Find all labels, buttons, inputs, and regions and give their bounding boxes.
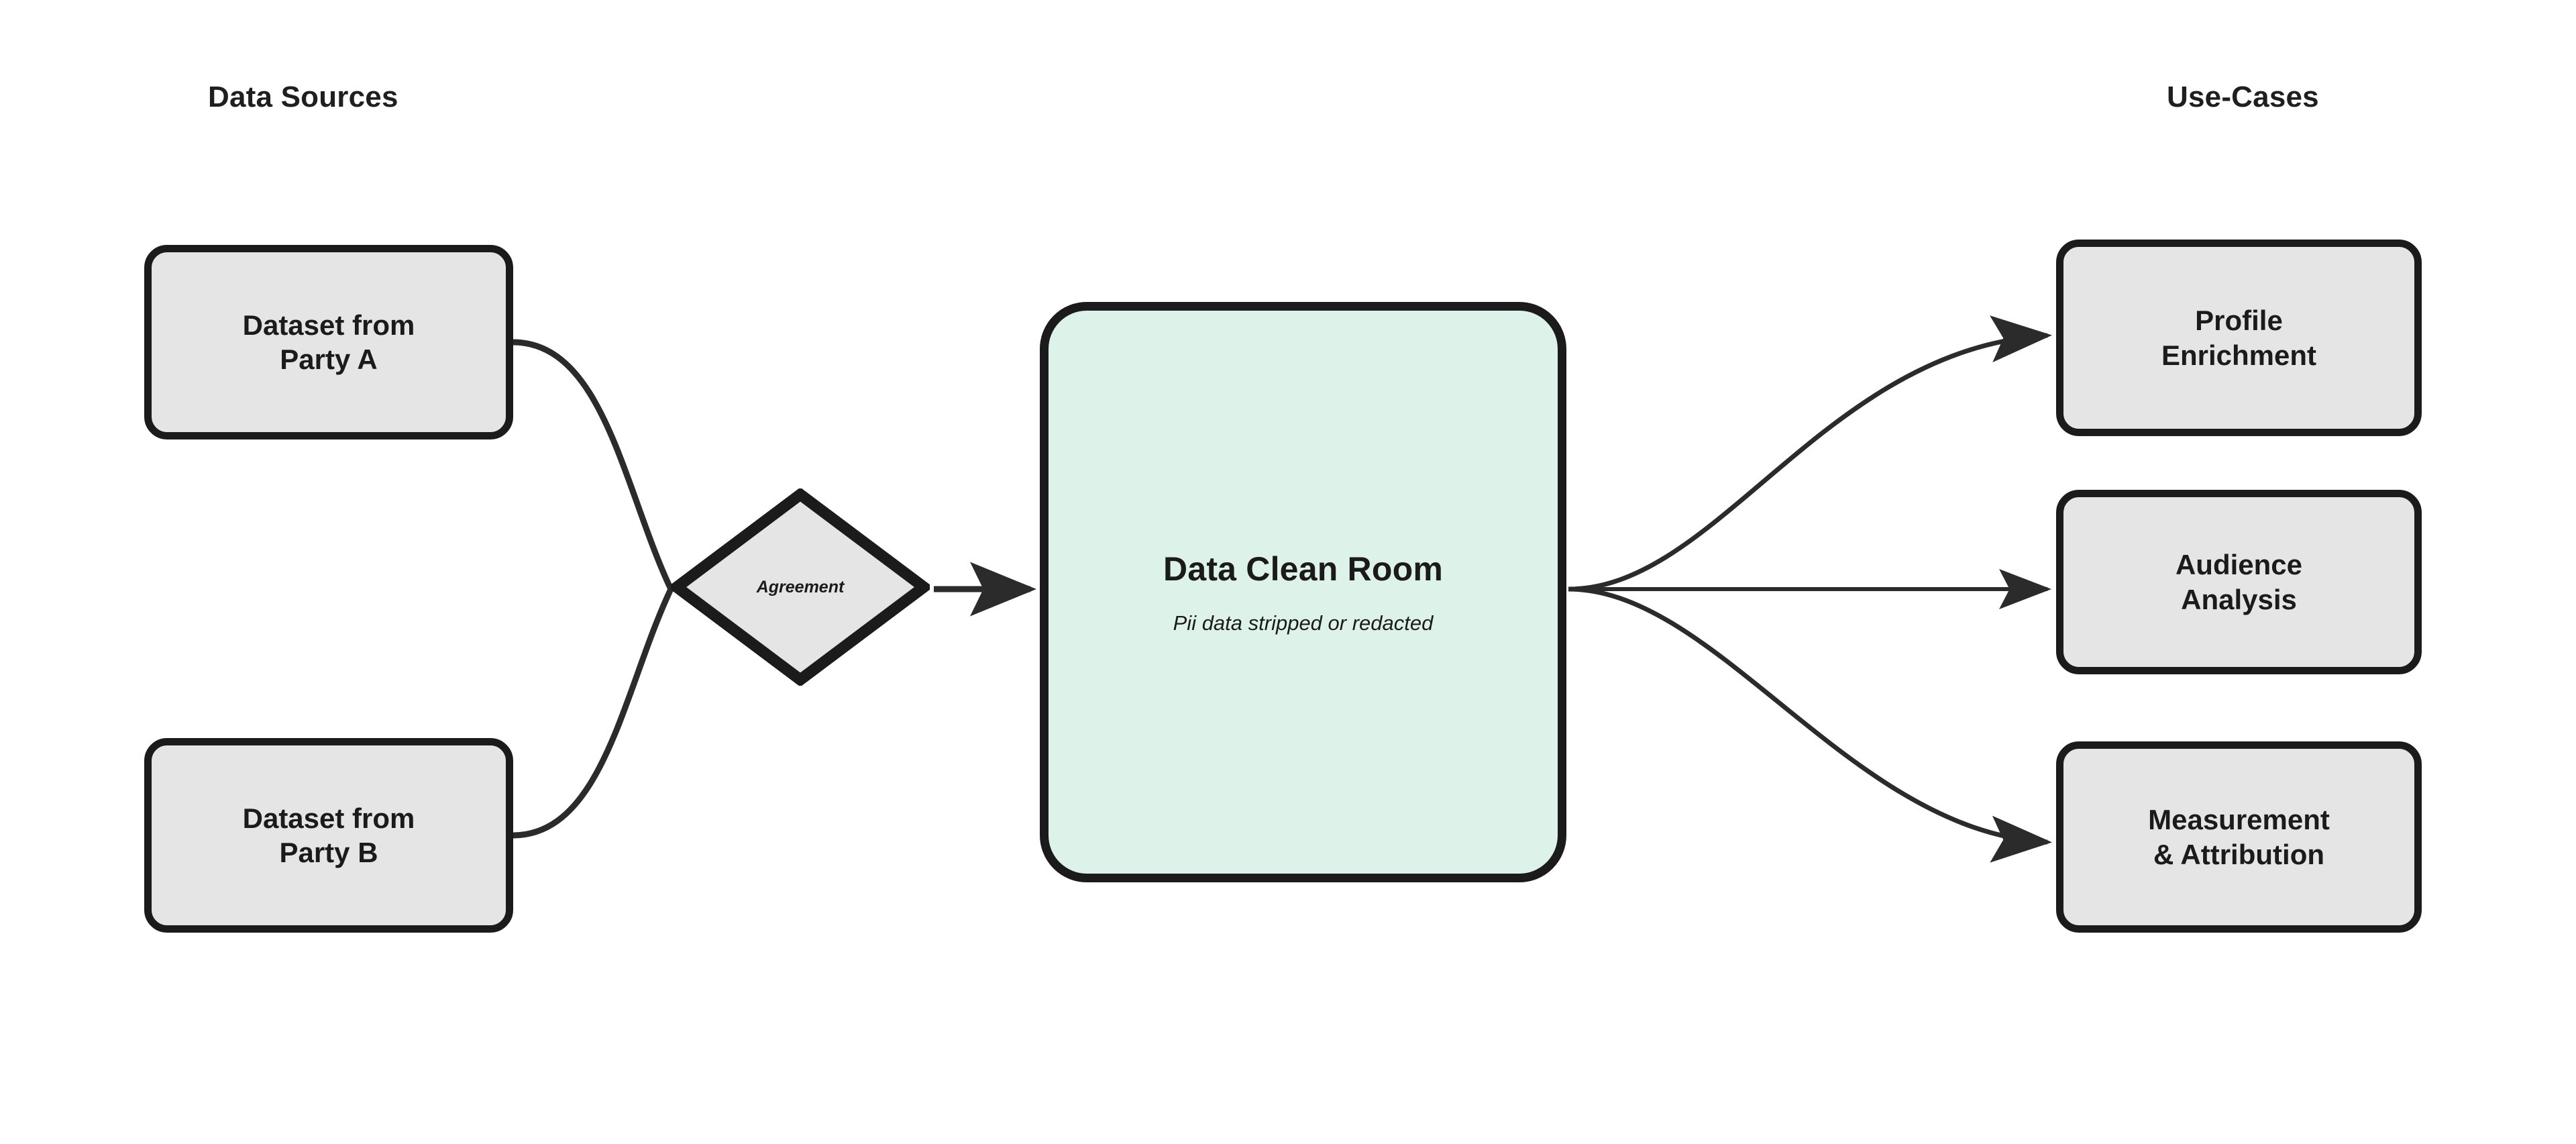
- node-dataset-party-a[interactable]: Dataset from Party A: [144, 245, 513, 439]
- edge-party-b-to-agreement: [511, 586, 674, 839]
- clean-room-title: Data Clean Room: [1163, 550, 1443, 588]
- node-profile-enrichment[interactable]: Profile Enrichment: [2056, 240, 2422, 436]
- node-label: Dataset from Party A: [242, 309, 415, 375]
- node-label: Dataset from Party B: [242, 802, 415, 868]
- node-audience-analysis[interactable]: Audience Analysis: [2056, 490, 2422, 674]
- node-data-clean-room[interactable]: Data Clean Room Pii data stripped or red…: [1040, 302, 1566, 882]
- node-label: Profile Enrichment: [2161, 305, 2317, 371]
- edge-party-a-to-agreement: [511, 339, 674, 592]
- node-dataset-party-b[interactable]: Dataset from Party B: [144, 738, 513, 933]
- node-label: Audience Analysis: [2175, 549, 2303, 615]
- diamond-shape: [671, 488, 930, 686]
- node-label: Measurement & Attribution: [2148, 804, 2330, 870]
- column-heading-data-sources: Data Sources: [208, 81, 398, 113]
- edge-clean-room-to-measurement: [1568, 586, 2052, 863]
- clean-room-subtitle: Pii data stripped or redacted: [1173, 611, 1434, 635]
- node-measurement-attribution[interactable]: Measurement & Attribution: [2056, 741, 2422, 933]
- edge-clean-room-to-profile-enrichment: [1568, 315, 2052, 592]
- node-agreement-diamond[interactable]: Agreement: [671, 488, 930, 686]
- column-heading-use-cases: Use-Cases: [2167, 81, 2319, 113]
